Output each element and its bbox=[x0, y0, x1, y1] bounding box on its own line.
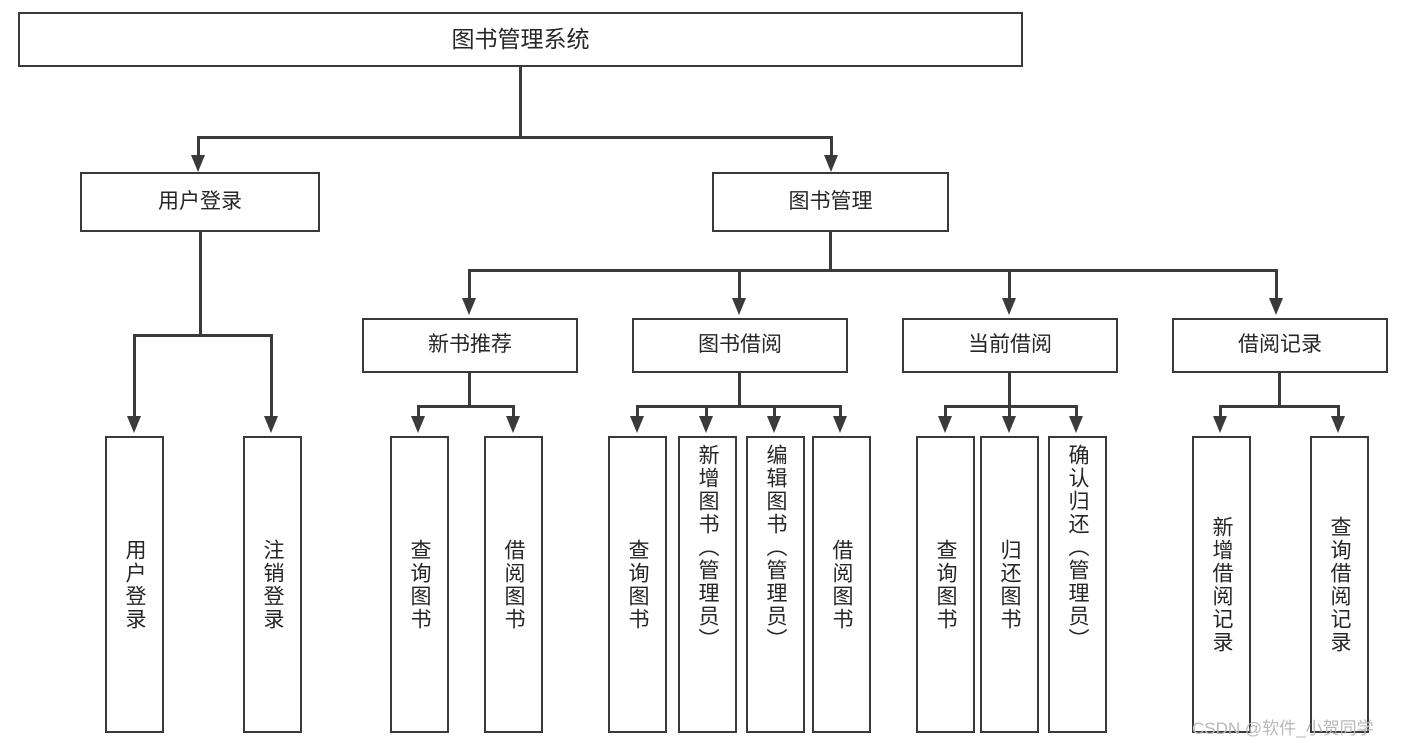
leaf-label: 确认归还（管理员） bbox=[1066, 444, 1089, 651]
connector-cb-to-leaf-3 bbox=[1075, 405, 1078, 419]
connector-bm-to-current-borrow bbox=[1008, 269, 1011, 301]
connector-book-borrow-stem bbox=[738, 373, 741, 408]
leaf-label: 查询图书 bbox=[626, 538, 649, 631]
connector-root-stem bbox=[519, 67, 522, 137]
leaf-new-book-query[interactable]: 查询图书 bbox=[390, 436, 449, 733]
connector-br-to-leaf-2 bbox=[1337, 405, 1340, 419]
connector-bm-to-new-book bbox=[468, 269, 471, 301]
connector-borrow-record-bus bbox=[1219, 405, 1340, 408]
connector-current-borrow-stem bbox=[1008, 373, 1011, 408]
connector-book-borrow-bus bbox=[636, 405, 841, 408]
leaf-label: 用户登录 bbox=[123, 538, 146, 631]
connector-bm-to-book-borrow bbox=[738, 269, 741, 301]
connector-br-to-leaf-1 bbox=[1219, 405, 1222, 419]
connector-cb-to-leaf-2 bbox=[1008, 405, 1011, 419]
connector-bb-to-leaf-4 bbox=[839, 405, 842, 419]
node-root-system[interactable]: 图书管理系统 bbox=[18, 12, 1023, 67]
leaf-user-login-login[interactable]: 用户登录 bbox=[105, 436, 164, 733]
leaf-book-borrow-add[interactable]: 新增图书（管理员） bbox=[678, 436, 737, 733]
arrow-br-to-leaf-1 bbox=[1213, 416, 1227, 433]
arrow-bm-to-current-borrow bbox=[1002, 298, 1016, 315]
leaf-label: 借阅图书 bbox=[502, 538, 525, 631]
leaf-label: 新增借阅记录 bbox=[1210, 515, 1233, 654]
node-label: 用户登录 bbox=[158, 189, 242, 213]
arrow-nb-to-leaf-1 bbox=[411, 416, 425, 433]
arrow-bb-to-leaf-3 bbox=[767, 416, 781, 433]
arrow-bb-to-leaf-1 bbox=[630, 416, 644, 433]
node-label: 图书借阅 bbox=[698, 333, 782, 357]
leaf-label: 查询图书 bbox=[934, 538, 957, 631]
arrow-bm-to-new-book bbox=[462, 298, 476, 315]
connector-user-login-bus bbox=[133, 334, 272, 337]
node-label: 新书推荐 bbox=[428, 333, 512, 357]
connector-borrow-record-stem bbox=[1278, 373, 1281, 408]
leaf-borrow-record-add[interactable]: 新增借阅记录 bbox=[1192, 436, 1251, 733]
arrow-root-to-user-login bbox=[191, 155, 205, 172]
connector-bb-to-leaf-1 bbox=[636, 405, 639, 419]
connector-nb-to-leaf-1 bbox=[417, 405, 420, 419]
arrow-bm-to-borrow-record bbox=[1269, 298, 1283, 315]
node-label: 借阅记录 bbox=[1238, 333, 1322, 357]
connector-book-management-stem bbox=[829, 232, 832, 272]
arrow-cb-to-leaf-2 bbox=[1002, 416, 1016, 433]
connector-bm-to-borrow-record bbox=[1275, 269, 1278, 301]
node-current-borrow[interactable]: 当前借阅 bbox=[902, 318, 1118, 373]
node-new-book-recommend[interactable]: 新书推荐 bbox=[362, 318, 578, 373]
connector-root-bus bbox=[197, 136, 833, 139]
connector-user-login-to-leaf-2 bbox=[270, 334, 273, 419]
arrow-root-to-book-manage bbox=[824, 155, 838, 172]
leaf-current-borrow-return[interactable]: 归还图书 bbox=[980, 436, 1039, 733]
arrow-bb-to-leaf-4 bbox=[833, 416, 847, 433]
arrow-user-login-to-leaf-1 bbox=[127, 416, 141, 433]
arrow-br-to-leaf-2 bbox=[1331, 416, 1345, 433]
arrow-cb-to-leaf-1 bbox=[938, 416, 952, 433]
leaf-label: 借阅图书 bbox=[830, 538, 853, 631]
leaf-current-borrow-confirm-return[interactable]: 确认归还（管理员） bbox=[1048, 436, 1107, 733]
connector-user-login-to-leaf-1 bbox=[133, 334, 136, 419]
connector-root-to-book-manage bbox=[830, 136, 833, 160]
node-book-management[interactable]: 图书管理 bbox=[712, 172, 949, 232]
arrow-nb-to-leaf-2 bbox=[506, 416, 520, 433]
arrow-bb-to-leaf-2 bbox=[699, 416, 713, 433]
leaf-label: 编辑图书（管理员） bbox=[764, 444, 787, 651]
connector-bb-to-leaf-2 bbox=[705, 405, 708, 419]
node-label: 图书管理 bbox=[788, 189, 873, 213]
connector-new-book-bus bbox=[417, 405, 515, 408]
node-borrow-record[interactable]: 借阅记录 bbox=[1172, 318, 1388, 373]
connector-user-login-stem bbox=[199, 232, 202, 337]
arrow-cb-to-leaf-3 bbox=[1069, 416, 1083, 433]
arrow-user-login-to-leaf-2 bbox=[264, 416, 278, 433]
connector-root-to-user-login bbox=[197, 136, 200, 160]
node-label: 图书管理系统 bbox=[451, 26, 590, 53]
leaf-label: 注销登录 bbox=[261, 538, 284, 631]
leaf-label: 查询图书 bbox=[408, 538, 431, 631]
leaf-new-book-borrow[interactable]: 借阅图书 bbox=[484, 436, 543, 733]
arrow-bm-to-book-borrow bbox=[732, 298, 746, 315]
leaf-book-borrow-query[interactable]: 查询图书 bbox=[608, 436, 667, 733]
leaf-label: 查询借阅记录 bbox=[1328, 515, 1351, 654]
leaf-borrow-record-query[interactable]: 查询借阅记录 bbox=[1310, 436, 1369, 733]
leaf-label: 新增图书（管理员） bbox=[696, 444, 719, 651]
connector-bb-to-leaf-3 bbox=[773, 405, 776, 419]
connector-new-book-stem bbox=[468, 373, 471, 408]
leaf-book-borrow-edit[interactable]: 编辑图书（管理员） bbox=[746, 436, 805, 733]
leaf-label: 归还图书 bbox=[998, 538, 1021, 631]
node-user-login[interactable]: 用户登录 bbox=[80, 172, 320, 232]
leaf-current-borrow-query[interactable]: 查询图书 bbox=[916, 436, 975, 733]
leaf-user-login-logout[interactable]: 注销登录 bbox=[243, 436, 302, 733]
connector-cb-to-leaf-1 bbox=[944, 405, 947, 419]
connector-book-management-bus bbox=[468, 269, 1278, 272]
leaf-book-borrow-borrow[interactable]: 借阅图书 bbox=[812, 436, 871, 733]
node-label: 当前借阅 bbox=[968, 333, 1052, 357]
connector-nb-to-leaf-2 bbox=[512, 405, 515, 419]
node-book-borrow[interactable]: 图书借阅 bbox=[632, 318, 848, 373]
